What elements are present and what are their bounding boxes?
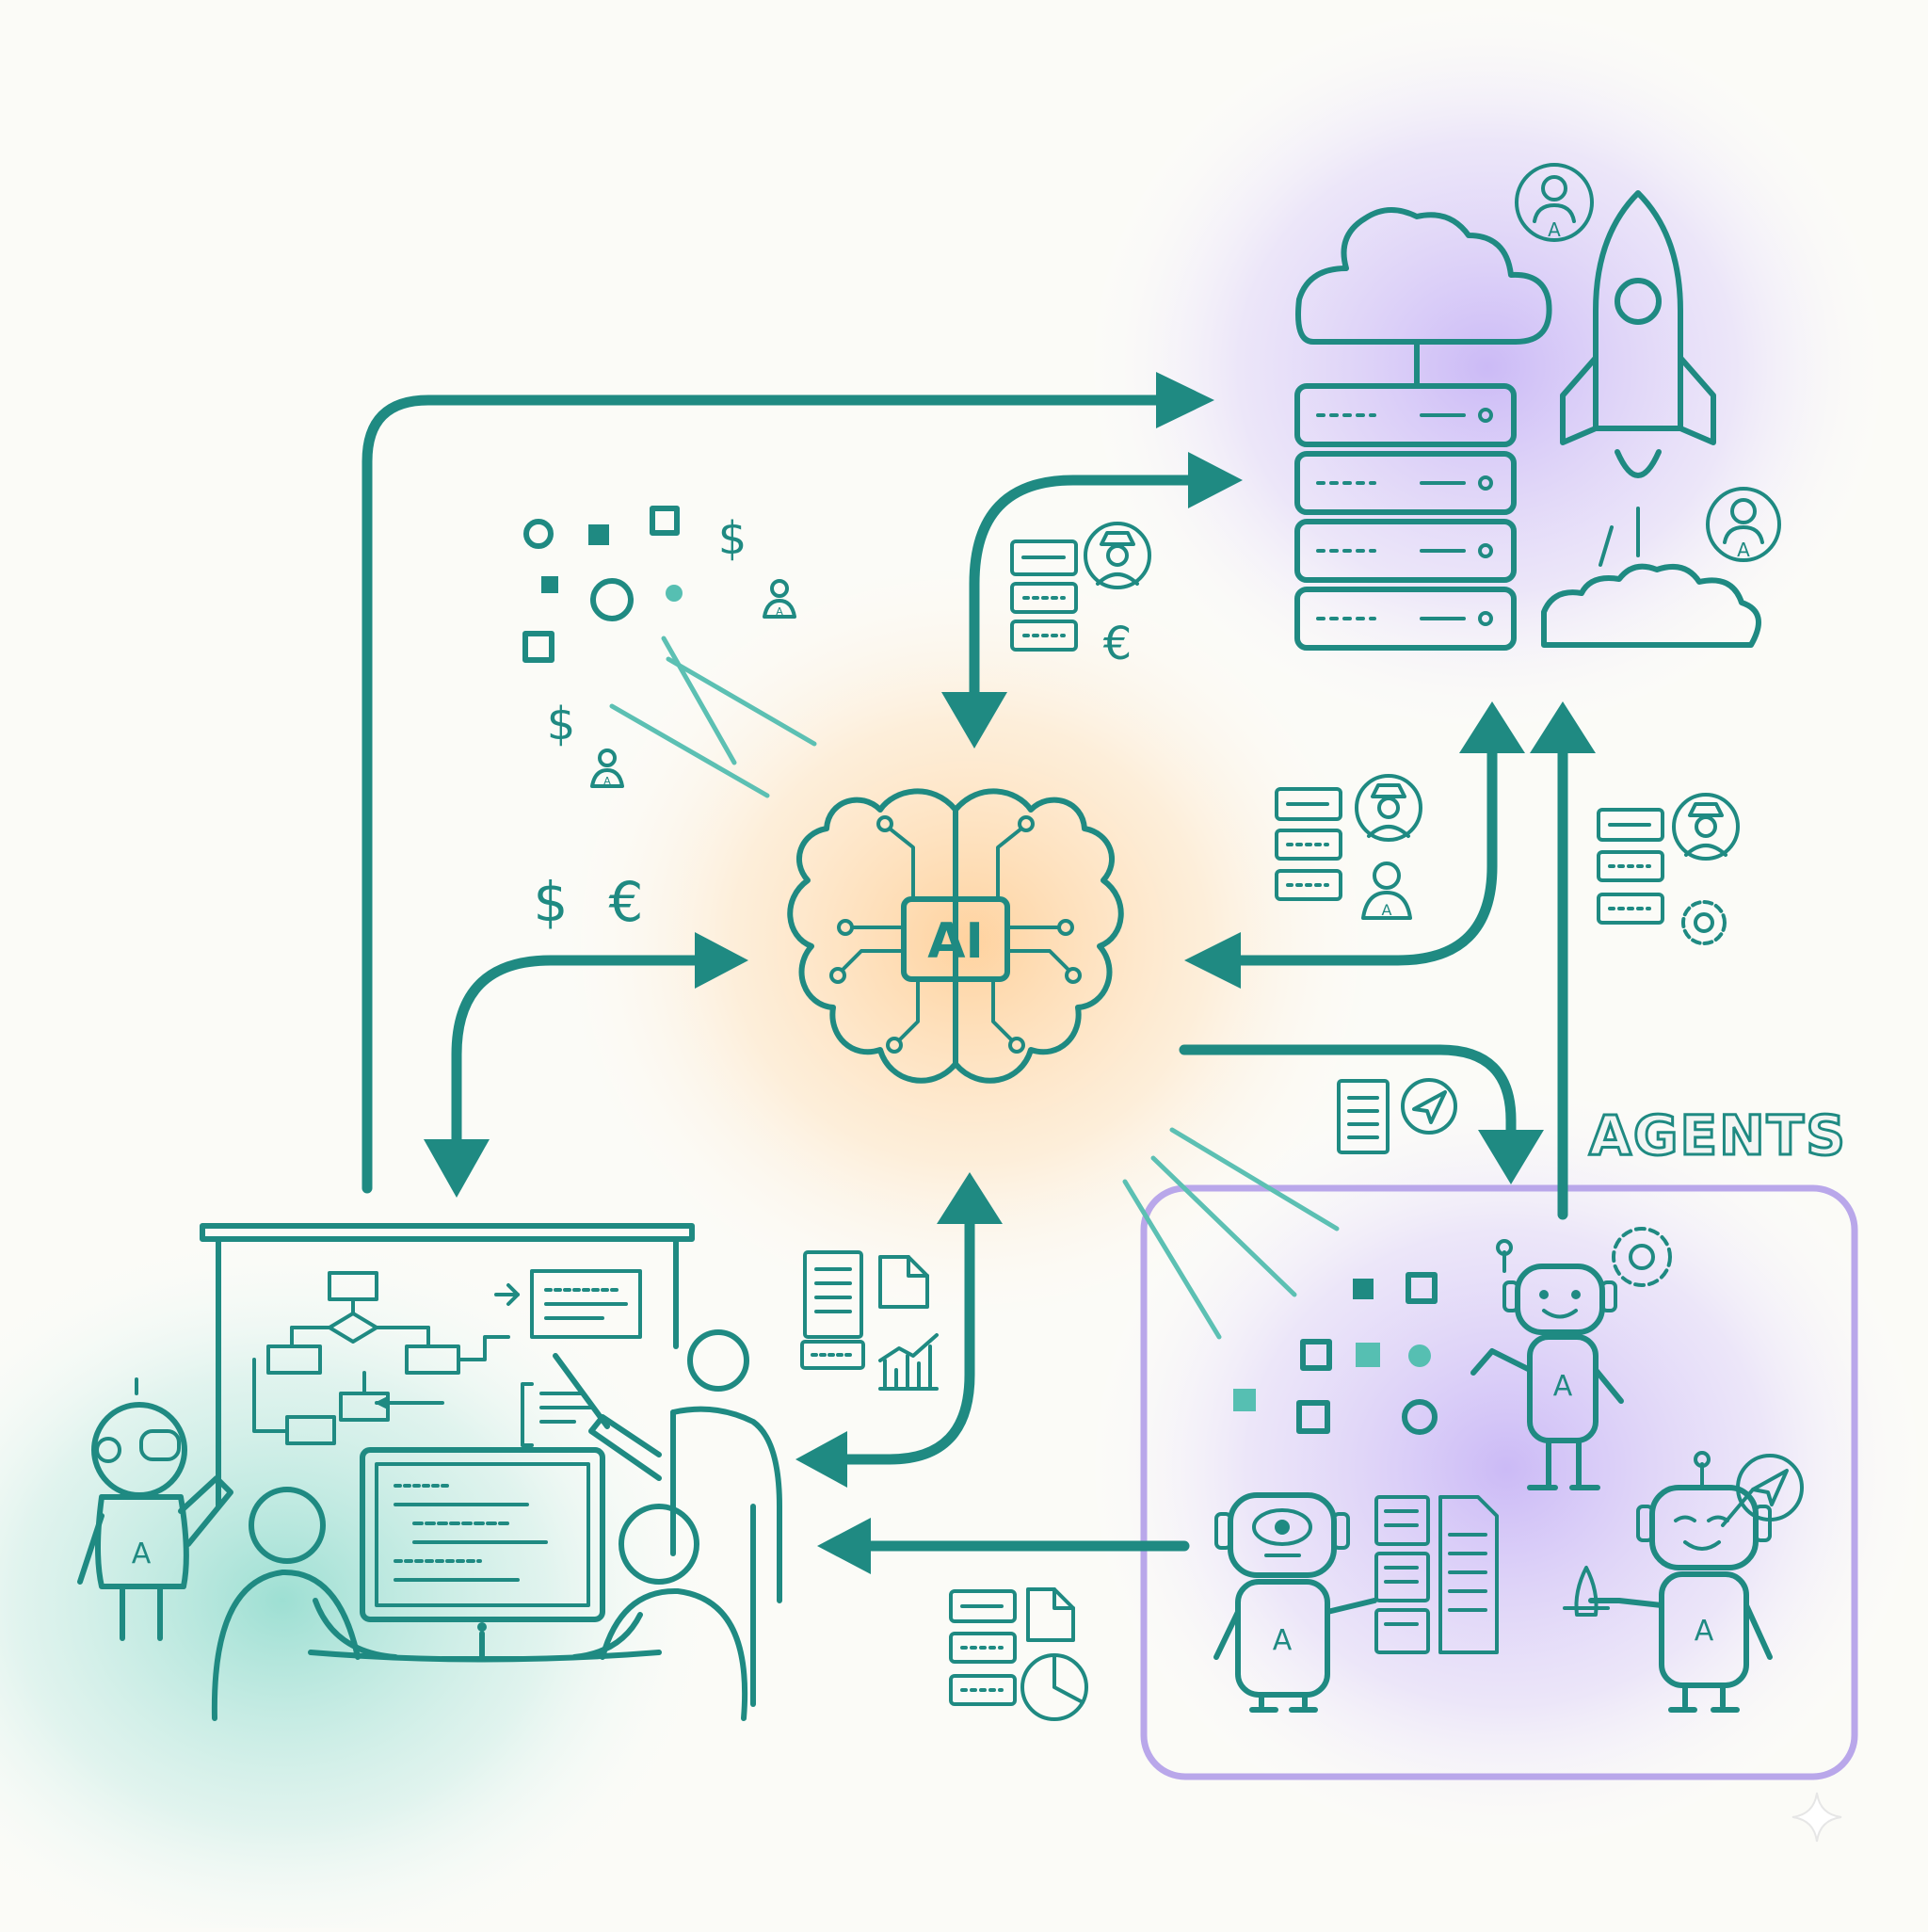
dollar-symbol: $ — [718, 512, 747, 565]
document-icon — [803, 1250, 863, 1339]
euro-symbol: € — [1103, 618, 1133, 670]
agent-letter: A — [132, 1538, 152, 1570]
euro-symbol: € — [609, 870, 644, 934]
sparkle-watermark-icon — [1791, 1792, 1842, 1843]
computer-monitor-icon — [308, 1447, 662, 1663]
seated-person-icon — [211, 1487, 398, 1721]
agent-letter: A — [1548, 218, 1561, 241]
hub-label: AI — [927, 913, 984, 970]
document-icon — [1337, 1079, 1390, 1154]
agents-glow — [1073, 1073, 1928, 1864]
presenter-person-icon — [588, 1329, 782, 1707]
data-shapes-cluster-upper-left — [522, 506, 683, 663]
dollar-symbol: $ — [547, 698, 576, 750]
arrow-hub-infrastructure-bidirectional — [941, 452, 1243, 749]
document-list-icon — [1010, 539, 1078, 652]
agent-letter: A — [776, 605, 783, 618]
send-icon — [1401, 1078, 1457, 1135]
arrow-infrastructure-to-hub — [1184, 701, 1525, 989]
arrow-team-hub-lower-bidirectional — [795, 1172, 1003, 1488]
agents-panel-label: AGENTS — [1588, 1103, 1847, 1169]
server-rack-icon — [1294, 383, 1517, 651]
arrow-agents-to-infrastructure — [1530, 701, 1596, 1220]
hub-rays-upper-left — [609, 636, 817, 798]
data-shapes-cluster-agents — [1233, 1272, 1438, 1435]
robot-mechanic-icon — [1470, 1227, 1672, 1490]
user-icon — [763, 579, 796, 619]
agent-letter: A — [603, 775, 611, 787]
bar-chart-icon — [878, 1333, 939, 1391]
agent-letter: A — [1737, 539, 1750, 561]
hub-rays-lower-right — [1122, 1127, 1340, 1340]
hub-glow — [537, 537, 1403, 1346]
document-list-icon — [1597, 808, 1664, 925]
robot-assistant-icon — [77, 1377, 233, 1641]
agent-letter: A — [1382, 901, 1392, 919]
whiteboard-icon — [200, 1223, 695, 1509]
document-list-icon — [1275, 787, 1342, 901]
cloud-icon — [1295, 207, 1552, 389]
agent-letter: A — [1553, 1370, 1573, 1403]
user-avatar-icon — [1706, 487, 1781, 562]
user-icon — [1361, 861, 1412, 920]
agent-letter: A — [1695, 1615, 1714, 1648]
document-list-icon — [800, 1340, 865, 1370]
ai-brain-icon — [787, 788, 1124, 1084]
agent-letter: A — [1273, 1624, 1293, 1657]
agents-panel-frame — [1140, 1184, 1858, 1780]
officer-avatar-icon — [1672, 793, 1740, 861]
file-icon — [878, 1255, 929, 1309]
gear-icon — [1681, 900, 1727, 945]
arrow-agents-to-team — [817, 1518, 1190, 1574]
arrow-hub-team-bidirectional — [424, 932, 748, 1198]
user-avatar-icon — [1515, 163, 1594, 242]
seated-person-icon — [571, 1504, 748, 1721]
arrow-team-to-infrastructure — [362, 372, 1214, 1194]
infrastructure-glow — [1073, 0, 1902, 744]
officer-avatar-icon — [1355, 774, 1422, 842]
user-icon — [590, 749, 624, 788]
pie-chart-icon — [1020, 1653, 1088, 1721]
robot-inspector-icon — [1213, 1492, 1499, 1713]
officer-avatar-icon — [1084, 522, 1151, 589]
robot-launcher-icon — [1563, 1451, 1804, 1713]
arrow-hub-to-agents — [1179, 1044, 1544, 1184]
document-list-icon — [949, 1589, 1017, 1706]
rocket-launch-icon — [1541, 190, 1761, 648]
dollar-symbol: $ — [534, 870, 569, 934]
file-icon — [1026, 1587, 1075, 1642]
